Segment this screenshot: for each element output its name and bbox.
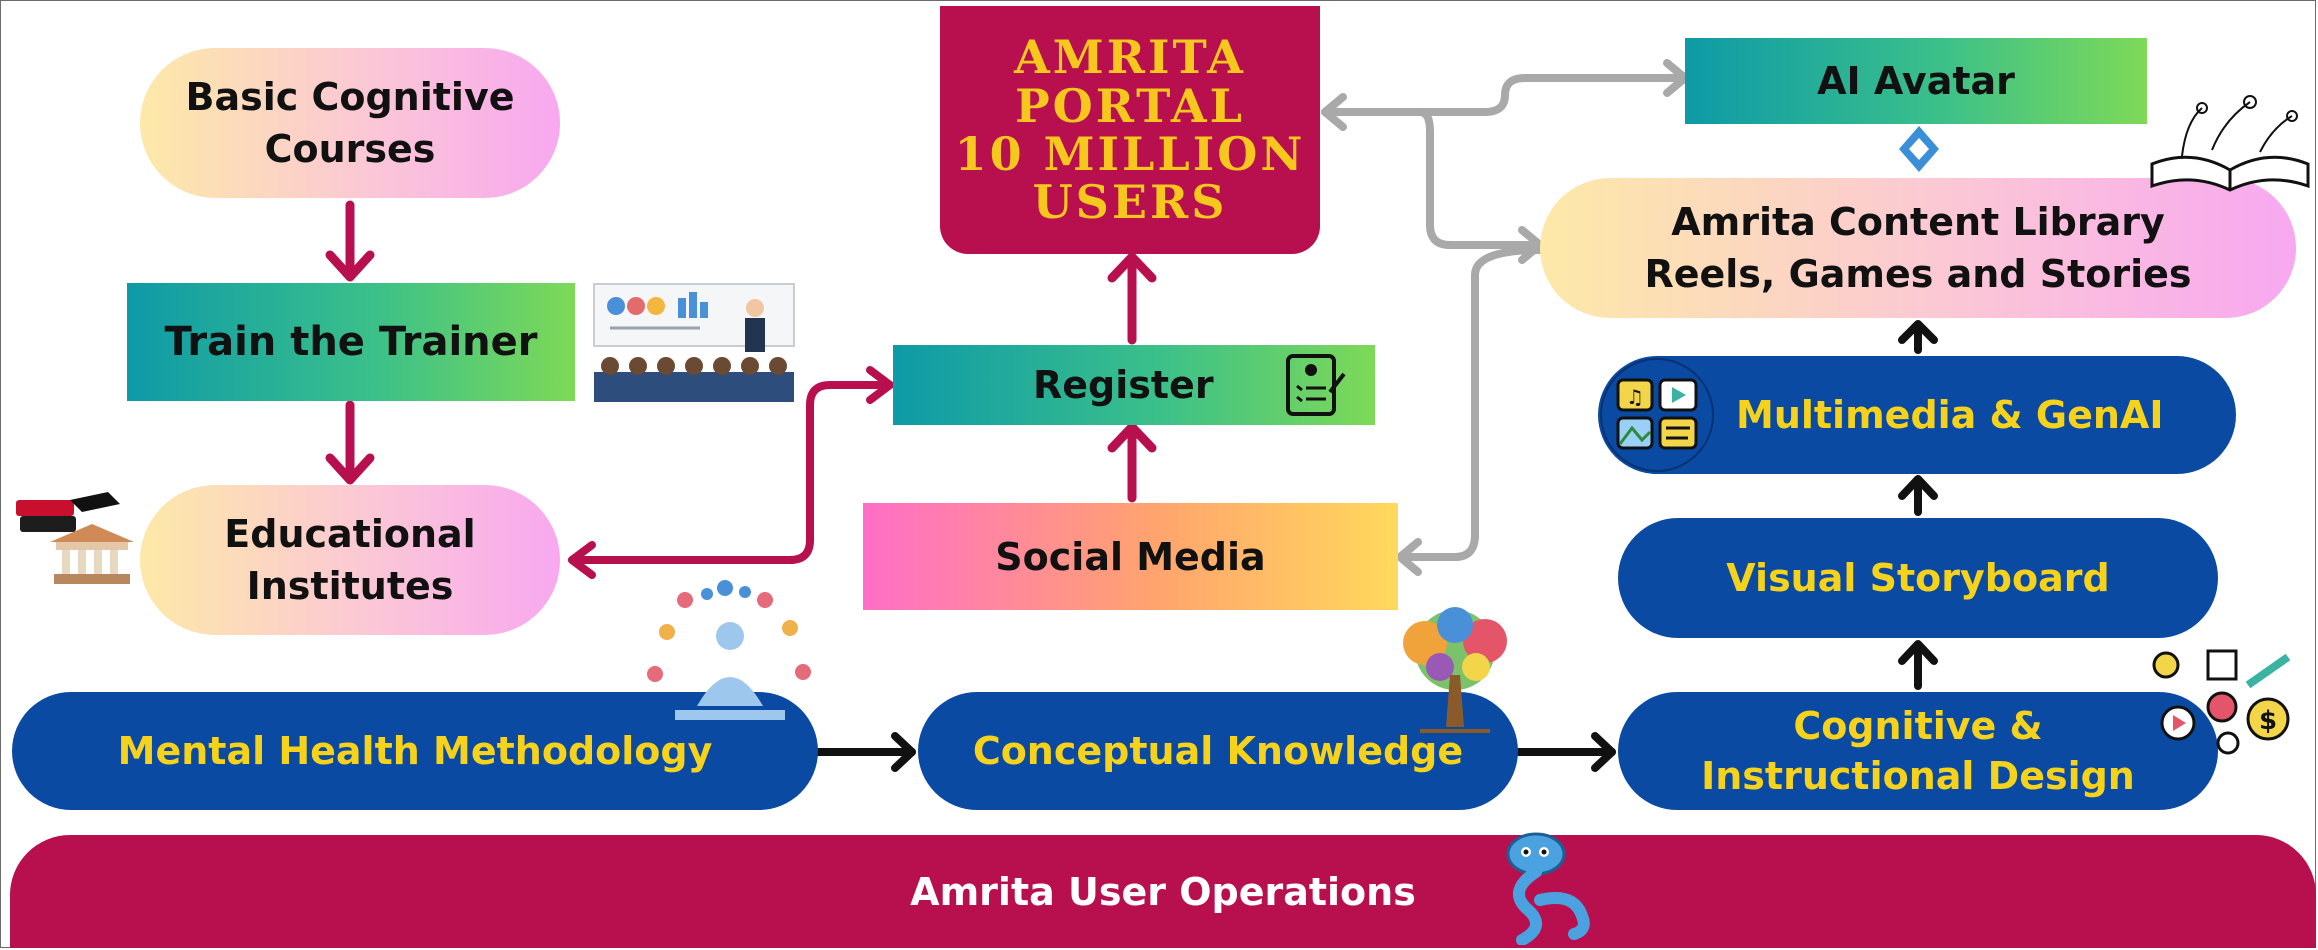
cognitive-design-line1: Cognitive & xyxy=(1793,704,2043,748)
portal-line4: USERS xyxy=(1032,175,1228,230)
svg-text:$: $ xyxy=(2259,706,2277,736)
conceptual-knowledge-node: Conceptual Knowledge xyxy=(918,692,1518,810)
basic-cognitive-line1: Basic Cognitive xyxy=(185,75,515,119)
visual-storyboard-node: Visual Storyboard xyxy=(1618,518,2218,638)
multimedia-label: Multimedia & GenAI xyxy=(1736,393,2164,437)
register-label: Register xyxy=(1033,363,1214,407)
portal-line1: AMRITA xyxy=(1014,30,1246,85)
tree-icon xyxy=(1403,607,1507,733)
cognitive-design-line2: Instructional Design xyxy=(1701,754,2135,798)
ai-avatar-label: AI Avatar xyxy=(1817,59,2015,103)
multimedia-icon: ♫ xyxy=(1600,358,1714,472)
amrita-portal-node: AMRITA PORTAL 10 MILLION USERS xyxy=(940,6,1320,254)
books-building-icon xyxy=(16,492,134,584)
content-library-node: Amrita Content Library Reels, Games and … xyxy=(1540,178,2296,318)
educational-line1: Educational xyxy=(224,512,476,556)
user-operations-bar: Amrita User Operations xyxy=(10,835,2316,948)
conceptual-knowledge-label: Conceptual Knowledge xyxy=(972,729,1464,773)
content-library-line2: Reels, Games and Stories xyxy=(1644,252,2192,296)
trainer-presentation-icon xyxy=(593,283,795,402)
design-gears-icon: $ xyxy=(2152,649,2291,755)
portal-line2: PORTAL xyxy=(1015,78,1245,133)
mental-health-node: Mental Health Methodology xyxy=(12,692,818,810)
user-operations-label: Amrita User Operations xyxy=(910,869,1416,914)
mascot-snake-icon xyxy=(1506,832,1590,945)
educational-line2: Institutes xyxy=(246,564,454,608)
basic-cognitive-line2: Courses xyxy=(264,127,436,171)
portal-line3: 10 MILLION xyxy=(954,127,1306,181)
train-the-trainer-node: Train the Trainer xyxy=(127,283,575,401)
educational-institutes-node: Educational Institutes xyxy=(140,485,560,635)
mental-health-label: Mental Health Methodology xyxy=(117,729,713,773)
social-media-node: Social Media xyxy=(863,503,1398,610)
ai-avatar-node: AI Avatar xyxy=(1685,38,2147,124)
cognitive-design-node: Cognitive & Instructional Design xyxy=(1618,692,2218,810)
content-library-line1: Amrita Content Library xyxy=(1671,200,2165,244)
social-media-label: Social Media xyxy=(995,534,1266,579)
svg-text:♫: ♫ xyxy=(1626,385,1644,409)
diamond-connector-icon xyxy=(1899,126,1939,172)
register-node: Register xyxy=(893,345,1375,425)
register-form-icon xyxy=(1286,354,1346,416)
train-the-trainer-label: Train the Trainer xyxy=(164,319,538,365)
basic-cognitive-courses-node: Basic Cognitive Courses xyxy=(140,48,560,198)
open-book-icon xyxy=(2150,95,2310,192)
visual-storyboard-label: Visual Storyboard xyxy=(1726,556,2110,600)
meditation-icon xyxy=(647,580,811,720)
